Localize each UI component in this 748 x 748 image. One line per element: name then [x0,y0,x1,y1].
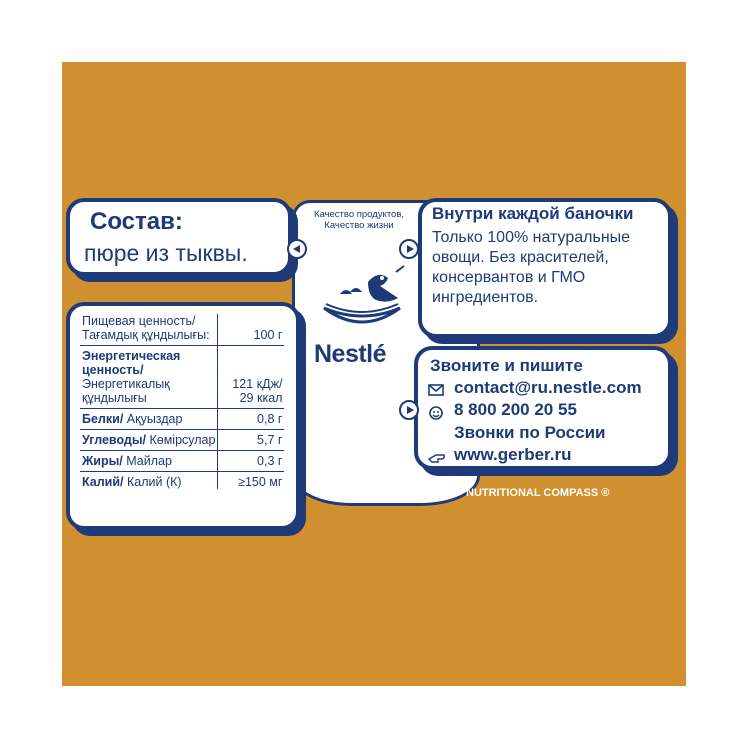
composition-box: Состав: пюре из тыквы. [66,198,292,276]
energy-kz-2: құндылығы [82,391,147,405]
fat-kz: Майлар [122,454,172,468]
table-row: Углеводы/ Көмірсулар 5,7 г [80,429,285,451]
contact-email[interactable]: contact@ru.nestle.com [454,378,642,397]
contact-box: Звоните и пишите contact@ru.nestle.com 8… [414,346,672,470]
table-row: Калий/ Калий (К) ≥150 мг [80,471,285,489]
energy-ru-1: Энергетическая [82,349,181,363]
table-row: Жиры/ Майлар 0,3 г [80,450,285,472]
inside-line: овощи. Без красителей, [432,249,609,266]
header-ru: Пищевая ценность/ [82,314,196,328]
contact-website[interactable]: www.gerber.ru [454,445,572,464]
contact-calls-note: Звонки по России [454,423,606,442]
protein-value: 0,8 г [257,412,283,426]
inside-line: Только 100% натуральные [432,229,631,246]
protein-ru: Белки/ [82,412,124,426]
quality-line-1: Качество продуктов, [313,209,405,220]
table-row: Энергетическая [80,345,285,363]
table-row: Тағамдық құндылығы: 100 г [80,328,285,346]
label-panel: Качество продуктов, Качество жизни Nestl… [62,62,686,686]
inside-jar-text: Только 100% натуральные овощи. Без краси… [432,228,630,308]
fat-value: 0,3 г [257,454,283,468]
quality-slogan: Качество продуктов, Качество жизни [299,209,419,231]
nutrition-box: Пищевая ценность/ Тағамдық құндылығы: 10… [66,302,300,530]
inside-jar-box: Внутри каждой баночки Только 100% натура… [418,198,672,338]
carbs-value: 5,7 г [257,433,283,447]
arrow-right-icon [399,400,419,420]
table-row: ценность/ [80,363,285,377]
potassium-value: ≥150 мг [238,475,283,489]
composition-text: пюре из тыквы. [84,240,248,266]
table-row: Пищевая ценность/ [80,314,285,328]
contact-phone[interactable]: 8 800 200 20 55 [454,400,577,419]
energy-kcal: 29 ккал [239,391,283,405]
energy-ru-2: ценность/ [82,363,144,377]
inside-line: ингредиентов. [432,289,539,306]
arrow-left-icon [287,239,307,259]
fat-ru: Жиры/ [82,454,123,468]
potassium-ru: Калий/ [82,475,124,489]
inside-line: консервантов и ГМО [432,269,586,286]
table-row: Белки/ Ақуыздар 0,8 г [80,408,285,430]
nest-logo-icon [323,265,405,324]
nestle-logo: Nestlé [314,340,387,368]
inside-jar-title: Внутри каждой баночки [432,204,634,223]
phone-icon [428,405,444,426]
table-row: құндылығы 29 ккал [80,391,285,409]
header-amount: 100 г [253,328,283,342]
potassium-kz: Калий (К) [123,475,182,489]
envelope-icon [428,383,444,401]
nutritional-compass-label: NUTRITIONAL COMPASS ® [466,487,610,499]
energy-kj: 121 кДж/ [232,377,283,391]
nutrition-table: Пищевая ценность/ Тағамдық құндылығы: 10… [80,314,285,489]
hand-pointer-icon [427,450,446,468]
header-kz: Тағамдық құндылығы: [82,328,210,342]
carbs-ru: Углеводы/ [82,433,146,447]
contact-title: Звоните и пишите [430,356,583,375]
composition-title: Состав: [90,208,183,235]
table-row: Энергетикалық 121 кДж/ [80,377,285,391]
arrow-right-icon [399,239,419,259]
quality-line-2: Качество жизни [324,220,394,231]
protein-kz: Ақуыздар [123,412,183,426]
energy-kz-1: Энергетикалық [82,377,170,391]
carbs-kz: Көмірсулар [146,433,216,447]
